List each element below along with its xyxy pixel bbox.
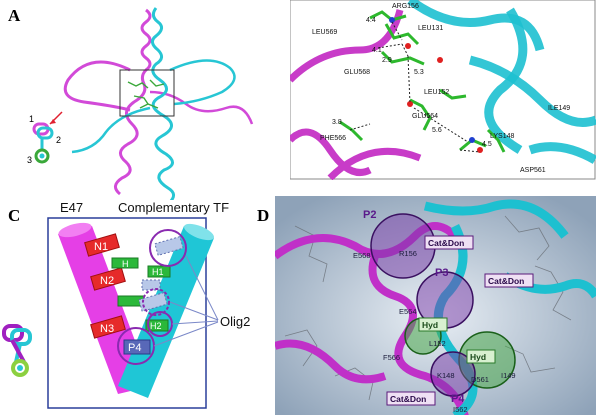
tf-tail bbox=[71, 106, 151, 154]
tag-hyd-1: Hyd bbox=[422, 320, 438, 330]
pocket-p2: P2 bbox=[363, 209, 376, 221]
marker-2: 2 bbox=[56, 135, 61, 145]
schematic-frame bbox=[47, 217, 207, 409]
res-d561: D561 bbox=[471, 375, 489, 384]
pocket-h1: H1 bbox=[152, 267, 164, 277]
res-i562: I562 bbox=[453, 405, 468, 414]
n-boxes bbox=[84, 233, 126, 339]
feature-tags bbox=[386, 235, 534, 406]
res-leu569: LEU569 bbox=[312, 29, 337, 36]
dist-3: 2.9 bbox=[382, 57, 392, 64]
e47-tail bbox=[149, 90, 254, 125]
res-phe566: PHE566 bbox=[320, 135, 346, 142]
pharmacophore-spheres bbox=[370, 213, 516, 397]
magenta-ribbons bbox=[290, 9, 422, 180]
panel-d-pharmacophore: Cat&Don Cat&Don Hyd Hyd Cat&Don P2 P3 P4… bbox=[275, 196, 596, 415]
pocket-n2: N2 bbox=[100, 275, 114, 287]
res-leu131: LEU131 bbox=[418, 25, 443, 32]
panel-a-label: A bbox=[8, 6, 21, 25]
res-lys148: LYS148 bbox=[490, 133, 514, 140]
interface-sidechains bbox=[127, 79, 165, 109]
dist-7: 4.5 bbox=[482, 141, 492, 148]
tf-cylinder bbox=[118, 223, 215, 398]
panel-c-schematic: E47 Complementary TF N1 N2 N3 H H1 H2 bbox=[2, 200, 250, 409]
mini-topology-icon bbox=[32, 122, 54, 164]
res-i149: I149 bbox=[501, 371, 516, 380]
e47-helix-ribbon bbox=[114, 8, 152, 196]
interface-box bbox=[119, 69, 175, 117]
pocket-n3: N3 bbox=[100, 323, 114, 335]
pocket-p3: P3 bbox=[435, 267, 448, 279]
res-leu152: LEU152 bbox=[424, 89, 449, 96]
res-r156: R156 bbox=[399, 249, 417, 258]
panel-d-label: D bbox=[257, 206, 270, 225]
green-sidechains bbox=[339, 10, 506, 153]
res-e564: E564 bbox=[399, 307, 417, 316]
pocket-h: H bbox=[122, 259, 129, 269]
panel-b-interface-zoom: ARG156 LEU131 LEU569 GLU568 LEU152 ILE14… bbox=[290, 0, 596, 180]
pocket-p4-d: P4 bbox=[451, 393, 465, 405]
complementary-tf-title: Complementary TF bbox=[118, 200, 229, 215]
dist-4: 5.3 bbox=[414, 69, 424, 76]
mini-complex-icon bbox=[2, 324, 32, 377]
tag-hyd-2: Hyd bbox=[470, 352, 486, 362]
res-k148: K148 bbox=[437, 371, 455, 380]
marker-1: 1 bbox=[29, 114, 34, 124]
p4-box bbox=[123, 339, 151, 355]
res-asp561: ASP561 bbox=[520, 167, 546, 174]
cyan-ribbons bbox=[407, 0, 596, 164]
e47-loop bbox=[63, 60, 131, 112]
res-f566: F566 bbox=[383, 353, 400, 362]
tf-helix-ribbon bbox=[151, 7, 175, 200]
tag-p4-cat-don: Cat&Don bbox=[390, 394, 426, 404]
dist-2: 4.1 bbox=[372, 47, 382, 54]
pocket-n1: N1 bbox=[94, 241, 108, 253]
res-arg156: ARG156 bbox=[392, 3, 419, 10]
res-glu564: GLU564 bbox=[412, 113, 438, 120]
pocket-h2: H2 bbox=[150, 321, 162, 331]
dist-1: 4.4 bbox=[366, 17, 376, 24]
res-ile149: ILE149 bbox=[548, 105, 570, 112]
panel-a-structure: 1 2 3 bbox=[27, 7, 254, 200]
tag-p2-cat-don: Cat&Don bbox=[428, 238, 464, 248]
olig2-label: Olig2 bbox=[220, 314, 250, 329]
res-glu568: GLU568 bbox=[344, 69, 370, 76]
dist-5: 3.8 bbox=[332, 119, 342, 126]
distance-lines bbox=[349, 21, 481, 153]
tag-p3-cat-don: Cat&Don bbox=[488, 276, 524, 286]
panel-c-label: C bbox=[8, 206, 21, 225]
background-wires bbox=[284, 215, 572, 401]
marker-3: 3 bbox=[27, 155, 32, 165]
res-e568: E568 bbox=[353, 251, 371, 260]
olig2-arrows bbox=[153, 255, 219, 347]
pocket-p4: P4 bbox=[128, 342, 141, 354]
res-l152: L152 bbox=[429, 339, 446, 348]
dist-6: 5.6 bbox=[432, 127, 442, 134]
tf-loop bbox=[169, 59, 236, 106]
e47-title: E47 bbox=[60, 200, 83, 215]
